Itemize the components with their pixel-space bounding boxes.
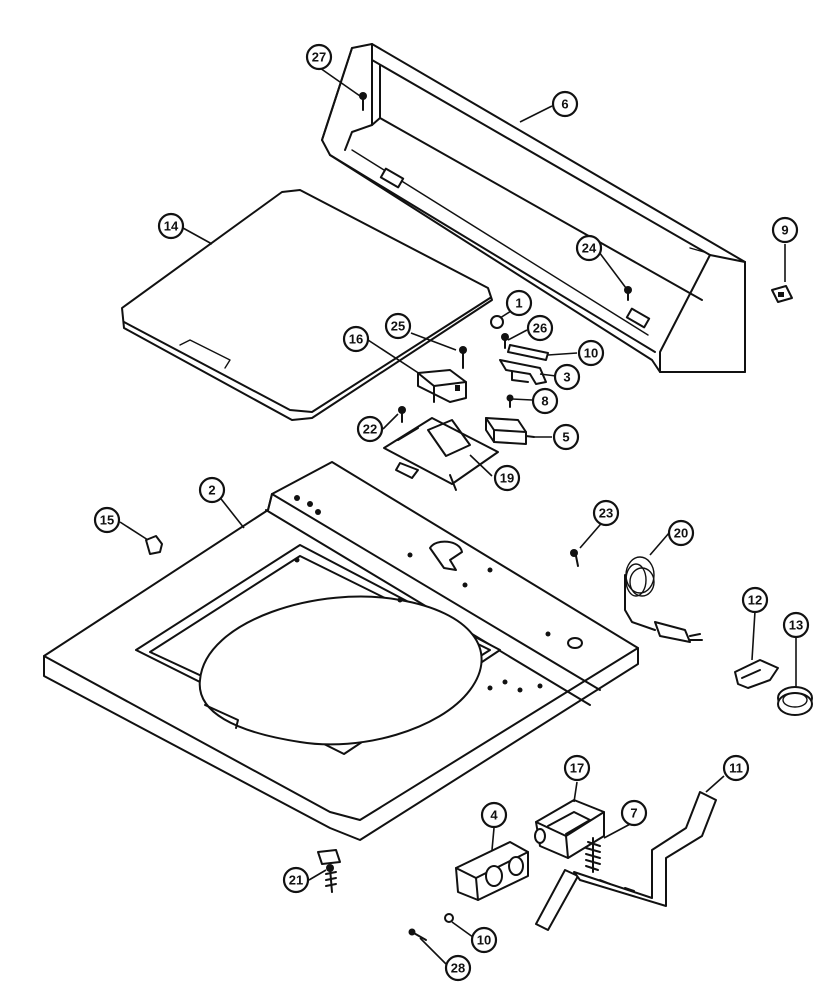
callout-10-lower: 10 bbox=[470, 926, 498, 954]
washer-10-lower bbox=[444, 913, 454, 923]
callout-12-label: 12 bbox=[748, 593, 762, 608]
callout-23-label: 23 bbox=[599, 506, 613, 521]
bracket-9 bbox=[771, 285, 793, 303]
actuator-rod-11 bbox=[535, 791, 717, 931]
callout-17-label: 17 bbox=[570, 761, 584, 776]
callout-13-label: 13 bbox=[789, 618, 803, 633]
lid-switch bbox=[485, 417, 535, 445]
plug-button-15 bbox=[145, 535, 163, 555]
pin-10 bbox=[507, 344, 549, 361]
console-backguard bbox=[321, 43, 746, 373]
callout-5: 5 bbox=[552, 423, 580, 451]
callout-5-label: 5 bbox=[562, 430, 569, 445]
callout-14-label: 14 bbox=[164, 219, 179, 234]
callout-15: 15 bbox=[93, 506, 121, 534]
callout-19: 19 bbox=[493, 464, 521, 492]
screw-23 bbox=[570, 549, 579, 567]
callout-1-label: 1 bbox=[515, 296, 522, 311]
callout-3: 3 bbox=[553, 363, 581, 391]
screw-28 bbox=[408, 928, 427, 941]
screw-26 bbox=[501, 333, 509, 349]
callout-22: 22 bbox=[356, 415, 384, 443]
callout-10-lower-label: 10 bbox=[477, 933, 491, 948]
screw-27 bbox=[359, 92, 367, 111]
callout-10-upper: 10 bbox=[577, 339, 605, 367]
callout-8-label: 8 bbox=[541, 394, 548, 409]
callout-14: 14 bbox=[157, 212, 185, 240]
callout-7: 7 bbox=[620, 799, 648, 827]
clip-21 bbox=[317, 849, 341, 865]
callout-28-label: 28 bbox=[451, 961, 465, 976]
callout-6: 6 bbox=[551, 90, 579, 118]
callout-17: 17 bbox=[563, 754, 591, 782]
callout-20: 20 bbox=[667, 519, 695, 547]
callout-7-label: 7 bbox=[630, 806, 637, 821]
callout-3-label: 3 bbox=[563, 370, 570, 385]
callout-21-label: 21 bbox=[289, 873, 303, 888]
callout-2-label: 2 bbox=[208, 483, 215, 498]
top-cover bbox=[43, 461, 639, 841]
callout-6-label: 6 bbox=[561, 97, 568, 112]
callout-8: 8 bbox=[531, 387, 559, 415]
callout-22-label: 22 bbox=[363, 422, 377, 437]
callout-26-label: 26 bbox=[533, 321, 547, 336]
callout-27: 27 bbox=[305, 43, 333, 71]
lid-switch-actuator bbox=[417, 369, 467, 403]
callout-27-label: 27 bbox=[312, 50, 326, 65]
callout-21: 21 bbox=[282, 866, 310, 894]
screw-25 bbox=[459, 346, 467, 369]
callout-25-label: 25 bbox=[391, 319, 405, 334]
callout-4: 4 bbox=[480, 801, 508, 829]
callout-28: 28 bbox=[444, 954, 472, 982]
callout-25: 25 bbox=[384, 312, 412, 340]
screw-22 bbox=[398, 406, 406, 423]
callout-19-label: 19 bbox=[500, 471, 514, 486]
callout-20-label: 20 bbox=[674, 526, 688, 541]
callout-13: 13 bbox=[782, 611, 810, 639]
lock-17 bbox=[534, 799, 605, 859]
power-cord bbox=[624, 556, 703, 643]
callout-11: 11 bbox=[722, 754, 750, 782]
callout-9-label: 9 bbox=[781, 223, 788, 238]
callout-11-label: 11 bbox=[729, 761, 743, 776]
callout-12: 12 bbox=[741, 586, 769, 614]
callout-4-label: 4 bbox=[490, 808, 498, 823]
callout-16-label: 16 bbox=[349, 332, 363, 347]
screw-21 bbox=[325, 864, 337, 893]
ring-13 bbox=[777, 686, 813, 716]
callout-24-label: 24 bbox=[582, 241, 597, 256]
lid-switch-bracket bbox=[499, 359, 547, 385]
latch-assembly bbox=[455, 841, 529, 901]
clip-12 bbox=[734, 659, 779, 689]
callout-2: 2 bbox=[198, 476, 226, 504]
callout-24: 24 bbox=[575, 234, 603, 262]
callout-26: 26 bbox=[526, 314, 554, 342]
spring-7 bbox=[585, 837, 601, 873]
callout-1: 1 bbox=[505, 289, 533, 317]
lid bbox=[121, 189, 504, 421]
screw-8 bbox=[506, 394, 514, 408]
callout-23: 23 bbox=[592, 499, 620, 527]
callout-16: 16 bbox=[342, 325, 370, 353]
callout-10-upper-label: 10 bbox=[584, 346, 598, 361]
switch-mounting-plate bbox=[383, 417, 499, 491]
callout-9: 9 bbox=[771, 216, 799, 244]
callout-15-label: 15 bbox=[100, 513, 114, 528]
